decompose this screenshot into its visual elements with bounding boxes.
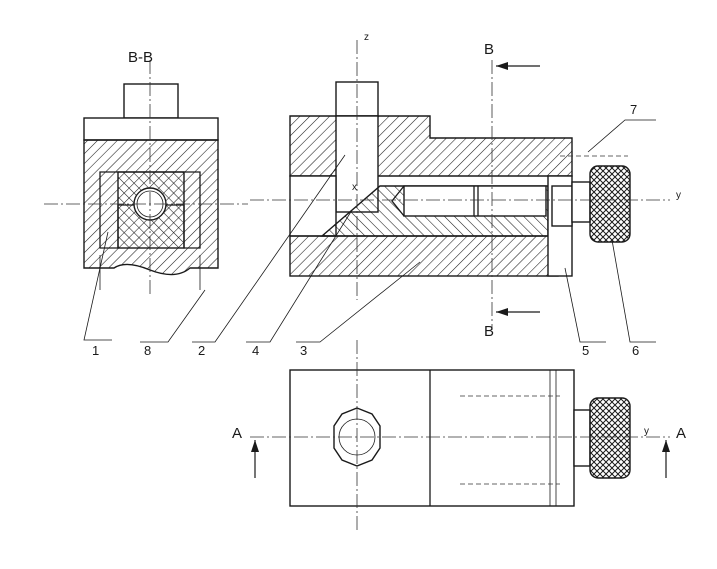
base-part-3 bbox=[289, 235, 559, 277]
axis-x-label: x bbox=[352, 182, 357, 193]
axis-z-label: z bbox=[364, 32, 369, 43]
plan-collar bbox=[573, 409, 591, 467]
axis-y-main-label: y bbox=[676, 190, 681, 201]
knurled-knob-6 bbox=[589, 165, 631, 243]
leader-lines bbox=[83, 119, 656, 343]
part-number-1: 1 bbox=[92, 343, 99, 358]
part-number-3: 3 bbox=[300, 343, 307, 358]
part-number-7: 7 bbox=[630, 102, 637, 117]
section-b-top-label: B bbox=[484, 41, 494, 58]
axis-y-plan-label: y bbox=[644, 426, 649, 437]
screw-bore bbox=[403, 185, 547, 217]
plan-body bbox=[289, 369, 575, 507]
plan-knob bbox=[589, 397, 631, 479]
front-left-block bbox=[289, 175, 337, 237]
part-number-5: 5 bbox=[582, 343, 589, 358]
washer bbox=[551, 185, 573, 227]
plan-view bbox=[250, 340, 670, 530]
section-b-bottom-label: B bbox=[484, 323, 494, 340]
part-number-4: 4 bbox=[252, 343, 259, 358]
part-number-6: 6 bbox=[632, 343, 639, 358]
bb-upper-strip bbox=[83, 117, 219, 141]
part-number-8: 8 bbox=[144, 343, 151, 358]
front-section-view bbox=[250, 40, 670, 330]
section-a-right-label: A bbox=[676, 425, 686, 442]
front-upper-body bbox=[289, 115, 573, 177]
section-arrows bbox=[251, 62, 670, 478]
part-number-2: 2 bbox=[198, 343, 205, 358]
screw-collar bbox=[571, 181, 591, 223]
section-a-left-label: A bbox=[232, 425, 242, 442]
section-bb-view bbox=[44, 60, 248, 296]
section-bb-title: B-B bbox=[128, 49, 153, 66]
pin-top bbox=[123, 83, 179, 119]
